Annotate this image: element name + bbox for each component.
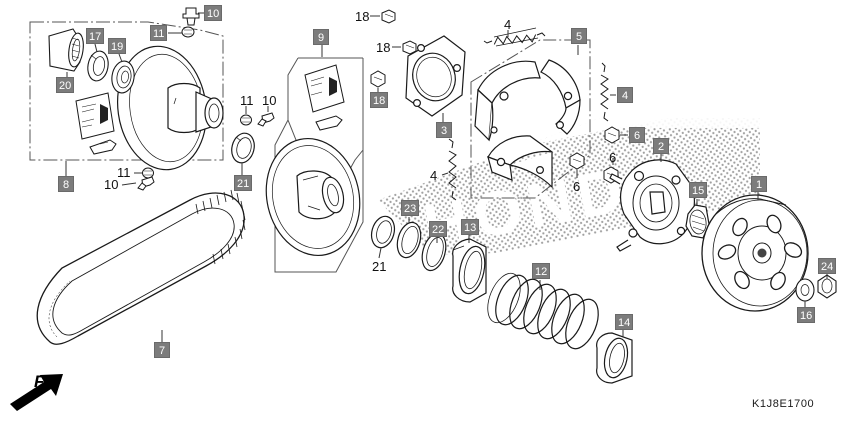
part-lock-nut-15	[685, 204, 710, 239]
callout-21a[interactable]: 21	[234, 175, 253, 191]
fastener-10-right	[257, 112, 275, 127]
callout-16[interactable]: 16	[797, 307, 816, 323]
part-oil-seal-17	[87, 50, 109, 82]
part-washer-16	[795, 278, 815, 302]
plain-callout-21b: 21	[372, 259, 387, 274]
callout-2[interactable]: 2	[653, 138, 669, 154]
callout-9[interactable]: 9	[313, 29, 329, 45]
callout-20[interactable]: 20	[56, 77, 75, 93]
part-collar-14	[596, 332, 633, 384]
plain-callout-6b: 6	[573, 179, 581, 194]
callout-5[interactable]: 5	[571, 28, 587, 44]
part-driven-spring-12	[487, 272, 599, 350]
part-clutch-housing	[609, 159, 695, 252]
diagram-code: K1J8E1700	[752, 398, 815, 410]
callout-22[interactable]: 22	[429, 221, 448, 237]
fastener-11-right	[240, 114, 252, 126]
part-collar-13	[452, 238, 487, 303]
group-boundary-5	[470, 39, 591, 199]
plain-callout-10c: 10	[104, 177, 119, 192]
callout-7[interactable]: 7	[154, 342, 170, 358]
part-spring-4-top	[483, 27, 546, 47]
plain-callout-6c: 6	[609, 150, 617, 165]
callout-24[interactable]: 24	[818, 258, 837, 274]
callout-17[interactable]: 17	[86, 28, 105, 44]
callout-18c[interactable]: 18	[370, 92, 389, 108]
fastener-6-c	[569, 152, 585, 170]
part-o-ring-22	[421, 232, 447, 272]
part-o-ring-23	[396, 221, 422, 259]
plain-callout-10b: 10	[262, 93, 277, 108]
part-driven-face	[265, 137, 361, 257]
callout-1[interactable]: 1	[751, 176, 767, 192]
fastener-6-a	[604, 126, 620, 144]
fastener-18-a	[381, 9, 396, 24]
callout-23[interactable]: 23	[401, 200, 420, 216]
callout-19[interactable]: 19	[108, 38, 127, 54]
fastener-10-top	[182, 7, 200, 26]
part-oil-seal-21a	[231, 132, 255, 164]
plain-callout-4b: 4	[430, 168, 438, 183]
part-ball-bearing-19	[111, 60, 135, 94]
plain-callout-11b: 11	[240, 93, 254, 108]
part-caution-label-9	[304, 64, 345, 113]
part-brake-shoe-lower	[487, 135, 553, 189]
part-brake-plate-gasket	[405, 35, 466, 117]
callout-13[interactable]: 13	[461, 219, 480, 235]
plain-callout-11c: 11	[117, 165, 131, 180]
callout-4a[interactable]: 4	[617, 87, 633, 103]
fastener-11-top	[181, 26, 195, 38]
callout-10[interactable]: 10	[204, 5, 223, 21]
part-pin	[89, 139, 117, 155]
part-drive-face	[116, 45, 224, 171]
callout-11[interactable]: 11	[150, 25, 168, 41]
part-spring-4-right	[600, 62, 609, 122]
plain-callout-18a: 18	[355, 9, 370, 24]
part-caution-label	[75, 92, 115, 140]
callout-3[interactable]: 3	[436, 122, 452, 138]
front-direction-label: FR.	[34, 372, 60, 391]
part-brake-shoe-right	[540, 59, 581, 135]
group-boundary-8	[29, 21, 224, 161]
part-needle-bearing-20	[48, 28, 84, 72]
part-clutch-drum	[701, 194, 809, 312]
callout-8[interactable]: 8	[58, 176, 74, 192]
callout-6a[interactable]: 6	[629, 127, 645, 143]
part-v-belt	[36, 189, 246, 345]
fastener-18-c	[370, 70, 386, 88]
part-oil-seal-21b	[370, 215, 396, 249]
part-brake-shoe-upper	[474, 60, 541, 142]
part-pin-9	[315, 115, 343, 131]
plain-callout-18b: 18	[376, 40, 391, 55]
fastener-10-bottom	[137, 176, 155, 191]
part-spring-4-lower	[448, 138, 457, 201]
callout-14[interactable]: 14	[615, 314, 634, 330]
callout-12[interactable]: 12	[532, 263, 551, 279]
plain-callout-4a: 4	[504, 17, 512, 32]
front-direction-arrow	[10, 374, 63, 411]
fastener-11-bottom	[142, 167, 154, 179]
callout-15[interactable]: 15	[689, 182, 708, 198]
